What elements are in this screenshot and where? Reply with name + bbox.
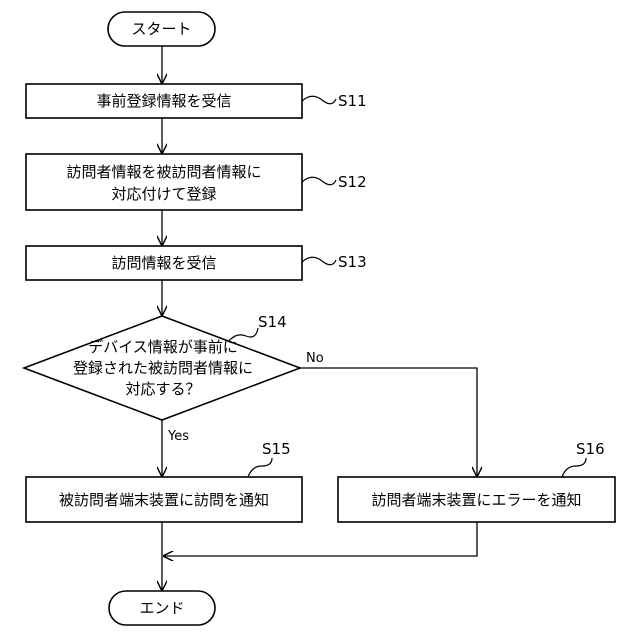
step-s11-text: 事前登録情報を受信 xyxy=(96,92,231,110)
decision-s14-id: S14 xyxy=(258,313,287,331)
decision-yes-label: Yes xyxy=(167,429,189,444)
decision-s14-text-line2: 登録された被訪問者情報に xyxy=(73,359,253,377)
step-s16-id: S16 xyxy=(576,440,605,458)
end-terminal: エンド xyxy=(109,591,215,625)
step-s12-id: S12 xyxy=(338,173,367,191)
step-s15-id: S15 xyxy=(262,440,291,458)
step-s13-leader xyxy=(302,257,336,265)
step-s13-text: 訪問情報を受信 xyxy=(111,254,216,272)
step-s15-leader xyxy=(248,458,272,477)
start-label: スタート xyxy=(131,20,191,38)
step-s12-text-line2: 対応付けて登録 xyxy=(111,185,216,203)
step-s16-text: 訪問者端末装置にエラーを通知 xyxy=(371,491,581,509)
step-s11-id: S11 xyxy=(338,92,367,110)
start-terminal: スタート xyxy=(108,12,215,46)
process-step-s11: 事前登録情報を受信 S11 xyxy=(26,84,367,118)
decision-s14-text-line1: デバイス情報が事前に xyxy=(88,338,238,356)
decision-s14-text-line3: 対応する？ xyxy=(125,380,200,398)
step-s15-text: 被訪問者端末装置に訪問を通知 xyxy=(59,491,269,509)
step-s16-leader xyxy=(562,458,586,477)
decision-no-label: No xyxy=(306,351,324,366)
connector-s14-no-s16 xyxy=(300,368,477,476)
process-step-s15: 被訪問者端末装置に訪問を通知 S15 xyxy=(26,440,302,522)
process-step-s13: 訪問情報を受信 S13 xyxy=(26,246,367,280)
step-s11-leader xyxy=(302,96,336,104)
connector-s16-merge xyxy=(164,522,477,556)
step-s12-text-line1: 訪問者情報を被訪問者情報に xyxy=(66,163,261,181)
decision-s14: デバイス情報が事前に 登録された被訪問者情報に 対応する？ S14 xyxy=(24,313,300,420)
step-s12-leader xyxy=(302,177,336,185)
process-step-s12: 訪問者情報を被訪問者情報に 対応付けて登録 S12 xyxy=(26,154,367,210)
step-s13-id: S13 xyxy=(338,253,367,271)
end-label: エンド xyxy=(139,599,184,617)
